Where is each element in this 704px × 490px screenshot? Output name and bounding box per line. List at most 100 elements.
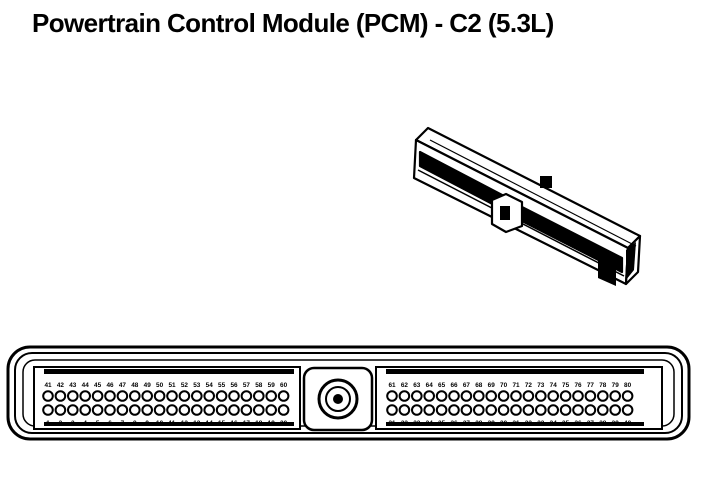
pin-label-bottom: 1 [46, 420, 50, 427]
pin-cavity [129, 390, 141, 402]
pin-label-bottom: 35 [562, 420, 570, 427]
pin-cavity [559, 404, 572, 416]
pin-label-top: 68 [475, 382, 483, 389]
pin-label-bottom: 7 [121, 420, 125, 427]
pin-cavity [252, 404, 265, 416]
pin-cavity [191, 404, 203, 416]
pin-cavity [129, 404, 141, 416]
pin-label-top: 69 [488, 382, 496, 389]
pin-cavity [386, 390, 398, 402]
pin-cavity [609, 404, 622, 416]
pin-label-bottom: 39 [612, 420, 620, 427]
pin-label-bottom: 32 [525, 420, 533, 427]
pin-label-bottom: 8 [133, 420, 137, 427]
pin-label-top: 42 [57, 382, 65, 389]
pin-cavity [411, 404, 423, 416]
pin-label-bottom: 9 [145, 420, 149, 427]
pin-label-top: 44 [82, 382, 90, 389]
pin-label-top: 60 [280, 382, 288, 389]
pin-cavity [54, 390, 67, 402]
pin-label-top: 78 [599, 382, 607, 389]
pin-cavity [423, 404, 436, 416]
pin-label-top: 54 [206, 382, 214, 389]
pin-cavity [228, 390, 240, 402]
pin-cavity [166, 404, 178, 416]
pin-cavity [398, 404, 411, 416]
pin-label-top: 58 [255, 382, 263, 389]
pin-cavity [166, 390, 178, 402]
pin-cavity [203, 390, 215, 402]
pin-label-top: 56 [230, 382, 238, 389]
pin-label-top: 52 [181, 382, 189, 389]
pin-label-top: 50 [156, 382, 164, 389]
pin-label-bottom: 23 [413, 420, 421, 427]
pin-label-top: 80 [624, 382, 632, 389]
pin-cavity [104, 404, 116, 416]
pin-cavity [116, 390, 129, 402]
pin-label-bottom: 14 [206, 420, 214, 427]
pin-label-top: 61 [388, 382, 396, 389]
pin-cavity [54, 404, 67, 416]
pin-label-bottom: 24 [426, 420, 434, 427]
pin-label-bottom: 25 [438, 420, 446, 427]
pin-label-top: 65 [438, 382, 446, 389]
pin-cavity [584, 390, 597, 402]
pin-cavity [265, 404, 278, 416]
pin-cavity [203, 404, 215, 416]
pin-cavity [79, 390, 91, 402]
pin-cavity [448, 404, 460, 416]
pin-label-bottom: 36 [574, 420, 582, 427]
pin-label-bottom: 3 [71, 420, 75, 427]
pin-label-bottom: 40 [624, 420, 632, 427]
pin-cavity [67, 390, 79, 402]
pin-cavity [215, 390, 228, 402]
pin-label-bottom: 38 [599, 420, 607, 427]
pin-cavity [572, 404, 584, 416]
pin-cavity [265, 390, 278, 402]
pin-label-bottom: 26 [450, 420, 458, 427]
pin-cavity [277, 404, 290, 416]
pin-cavity [559, 390, 572, 402]
pin-cavity [460, 404, 473, 416]
pin-cavity [510, 404, 522, 416]
pin-cavity [42, 390, 54, 402]
pin-label-bottom: 17 [243, 420, 251, 427]
pin-label-bottom: 2 [59, 420, 63, 427]
pin-label-bottom: 22 [401, 420, 409, 427]
pin-label-top: 41 [44, 382, 52, 389]
pin-cavity [497, 390, 510, 402]
pin-label-top: 49 [144, 382, 152, 389]
pin-cavity [178, 404, 191, 416]
pin-cavity [79, 404, 91, 416]
pin-cavity [141, 404, 153, 416]
pin-cavity [522, 404, 535, 416]
pin-cavity [67, 404, 79, 416]
pin-label-bottom: 37 [587, 420, 595, 427]
pin-label-bottom: 11 [169, 420, 176, 427]
pin-label-top: 59 [268, 382, 276, 389]
pin-label-top: 64 [426, 382, 434, 389]
pin-cavity [522, 390, 535, 402]
pin-label-top: 46 [106, 382, 114, 389]
pin-cavity [215, 404, 228, 416]
pin-label-top: 75 [562, 382, 570, 389]
pin-label-top: 62 [401, 382, 409, 389]
pin-cavity [277, 390, 290, 402]
pin-cavity [191, 390, 203, 402]
pin-cavity [473, 390, 485, 402]
pin-label-bottom: 28 [475, 420, 483, 427]
pin-cavity [252, 390, 265, 402]
pin-cavity [485, 404, 498, 416]
pin-cavity [485, 390, 498, 402]
pin-label-bottom: 34 [550, 420, 558, 427]
connector-3d-view [412, 126, 642, 286]
pin-label-bottom: 33 [537, 420, 545, 427]
pin-cavity [460, 390, 473, 402]
pin-label-bottom: 6 [108, 420, 112, 427]
pin-label-top: 45 [94, 382, 102, 389]
pin-cavity [547, 404, 560, 416]
pin-label-top: 57 [243, 382, 251, 389]
pin-label-bottom: 4 [83, 420, 87, 427]
pin-label-top: 72 [525, 382, 533, 389]
